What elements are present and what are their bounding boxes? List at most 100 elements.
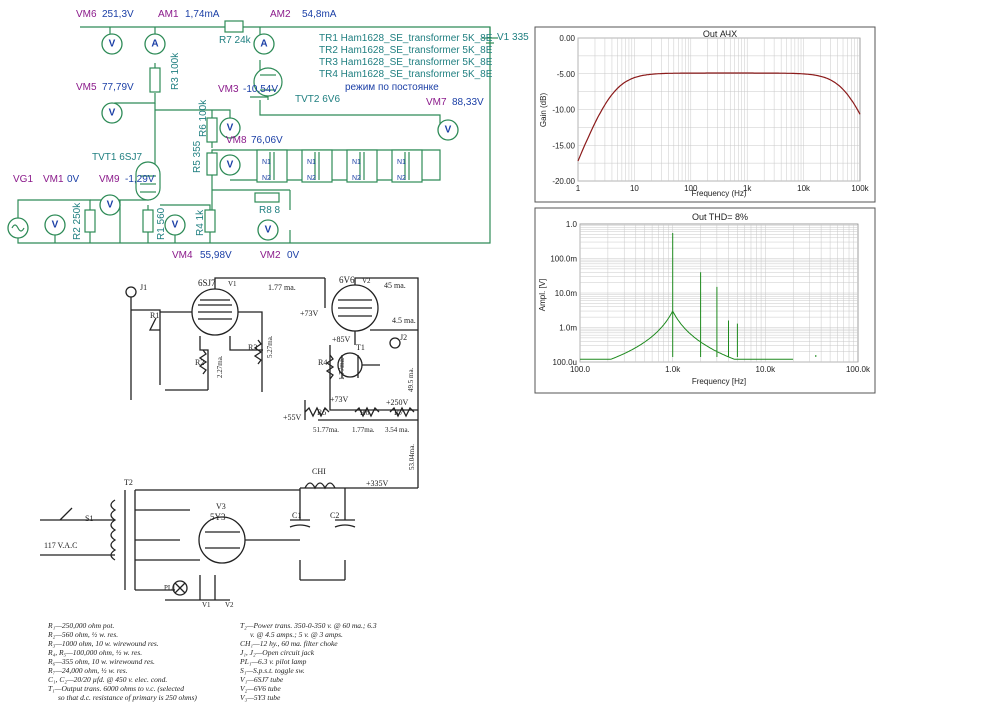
voltmeter-vm9: V [99, 194, 121, 216]
svg-text:A: A [151, 39, 158, 50]
old-label-r3: R3 [248, 343, 257, 352]
old-label-v1: V1 [228, 280, 237, 288]
old-label-r1: R1 [150, 311, 159, 320]
old-label-v1b: V1 [202, 601, 211, 609]
svg-text:V: V [107, 200, 114, 211]
vm2-name: VM2 [260, 250, 281, 261]
tr4-label: TR4 Ham1628_SE_transformer 5K_8E [319, 69, 493, 80]
svg-text:N2: N2 [397, 175, 406, 182]
x-tick-label: 1 [576, 184, 581, 193]
svg-text:N1: N1 [352, 159, 361, 166]
choke-ch1-icon [304, 482, 336, 490]
legend-line: v. @ 4.5 amps.; 5 v. @ 3 amps. [250, 630, 343, 639]
y-tick-label: -10.00 [552, 106, 575, 115]
old-label-i495: 49.5 ma. [407, 367, 415, 392]
transformer-t2-primary [110, 499, 117, 561]
resistor-r5 [206, 152, 218, 176]
vm7-value: 88,33V [452, 97, 484, 108]
y-tick-label: 100.0u [553, 358, 577, 367]
old-label-r3-current: 5.27ma. [266, 335, 274, 358]
old-label-r4: R4 [318, 358, 327, 367]
x-tick-label: 10 [630, 184, 639, 193]
svg-text:N1: N1 [307, 159, 316, 166]
resistor-r7 [224, 20, 244, 33]
y-tick-label: -15.00 [552, 141, 575, 150]
y-tick-label: -5.00 [557, 70, 576, 79]
transformer-tr3: N1 N2 [346, 149, 378, 183]
am1-name: AM1 [158, 9, 179, 20]
old-label-c2: C2 [330, 511, 339, 520]
svg-text:V: V [172, 220, 179, 231]
vm6-value: 251,3V [102, 9, 134, 20]
legend-line: PL₁—6.3 v. pilot lamp [239, 657, 307, 666]
r2-label: R2 250k [72, 202, 83, 240]
voltmeter-vm1: V [44, 214, 66, 236]
old-label-i177c: 1.77ma. [352, 426, 375, 434]
tvt1-label: TVT1 6SJ7 [92, 152, 142, 163]
old-label-j2: J2 [400, 333, 407, 342]
old-label-r7: R7 [394, 408, 403, 417]
vm9-name: VM9 [99, 174, 120, 185]
old-label-5y3: 5Y3 [210, 512, 226, 522]
parts-legend-left: R₁—250,000 ohm pot. R₂—560 ohm, ½ w. res… [47, 621, 197, 702]
old-label-i5304: 53.04ma. [408, 444, 416, 470]
y-tick-label: 10.0m [555, 289, 578, 298]
old-label-s1: S1 [85, 514, 93, 523]
vintage-schematic: J1 R1 6SJ7 V1 R2 2.27ma. R3 5.27ma. 1.77… [40, 275, 419, 702]
voltmeter-vm3: V [219, 117, 241, 139]
x-tick-label: 100.0k [846, 365, 871, 374]
old-label-r5: R5 [317, 408, 326, 417]
legend-line: R₁—250,000 ohm pot. [47, 621, 114, 630]
resistor-r4 [204, 209, 216, 233]
r1-label: R1 560 [156, 207, 167, 240]
old-label-p85: +85V [332, 335, 351, 344]
svg-text:V: V [227, 123, 234, 134]
vm2-value: 0V [287, 250, 300, 261]
resistor-r7-zigzag [389, 406, 415, 418]
voltmeter-vm7: V [437, 119, 459, 141]
old-label-r2: R2 [195, 358, 204, 367]
old-label-r6: R6 [360, 408, 369, 417]
pilot-lamp-pl1-icon [172, 580, 188, 596]
vm4-name: VM4 [172, 250, 193, 261]
thd-plot-title: Out THD= 8% [692, 212, 748, 222]
tube-tvt1-icon [135, 161, 161, 201]
r5-label: R5 355 [192, 140, 203, 173]
resistor-r3 [149, 67, 161, 93]
resistor-r2 [84, 209, 96, 233]
transformer-tr4: N1 N2 [391, 149, 423, 183]
svg-text:V: V [445, 125, 452, 136]
switch-s1-icon [40, 507, 115, 556]
y-tick-label: 1.0m [559, 324, 577, 333]
v1-label: V1 335 [497, 32, 529, 43]
vm4-value: 55,98V [200, 250, 232, 261]
legend-line: V₃—5Y3 tube [240, 693, 281, 702]
legend-line: S₁—S.p.s.t. toggle sw. [240, 666, 305, 675]
y-tick-label: 100.0m [550, 255, 577, 264]
old-label-i177: 1.77 ma. [268, 283, 296, 292]
legend-line: R₇—24,000 ohm, ½ w. res. [47, 666, 128, 675]
r6-label: R6 100k [198, 99, 209, 137]
legend-line: J₁, J₂—Open circuit jack [240, 648, 315, 657]
svg-text:N2: N2 [262, 175, 271, 182]
old-label-j1: J1 [140, 283, 147, 292]
freq-plot-yticks: 0.00-5.00-10.00-15.00-20.00 [552, 34, 575, 186]
transformer-tr1: N1 N2 [256, 149, 288, 183]
legend-line: CH₁—12 hy., 60 ma. filter choke [240, 639, 338, 648]
tvt2-label: TVT2 6V6 [295, 94, 340, 105]
svg-text:V: V [109, 108, 116, 119]
voltmeter-vm4: V [164, 214, 186, 236]
thd-plot-grid [579, 224, 858, 363]
svg-text:N2: N2 [352, 175, 361, 182]
r8-label: R8 8 [259, 205, 281, 216]
freq-plot-xlabel: Frequency (Hz) [691, 189, 746, 198]
old-label-t1: T1 [356, 343, 365, 352]
old-label-p250: +250V [386, 398, 409, 407]
svg-text:V: V [52, 220, 59, 231]
old-label-i354: 3.54 ma. [385, 426, 410, 434]
resistor-r3-zigzag [253, 339, 263, 365]
